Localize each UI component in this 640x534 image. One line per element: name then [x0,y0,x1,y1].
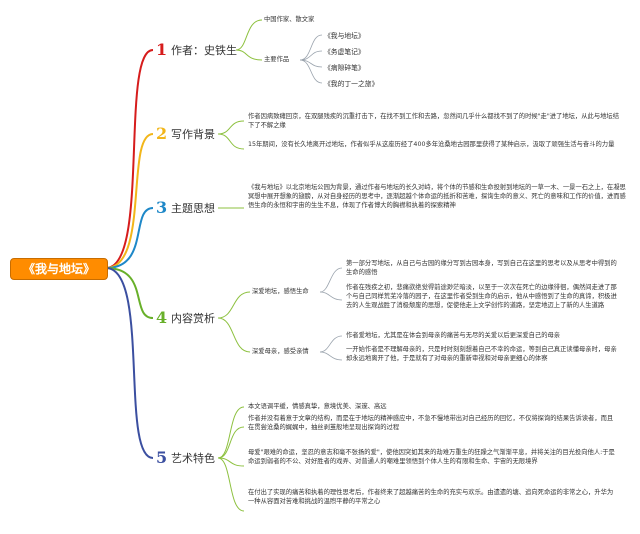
topic-label: 作者：史铁生 [171,44,237,57]
work-item[interactable]: 《我与地坛》 [324,32,365,40]
node-background-2[interactable]: 15年期间，没有长久地离开过地坛，作者似乎从这座历经了400多年沧桑地古园那里获… [248,141,615,148]
node-detail[interactable]: 第一部分写地坛，从自己与古园的缘分写到古园本身，写到自己在这里的思考以及从思考中… [346,260,617,276]
topic-label: 写作背景 [171,128,215,141]
topic-artistic-features[interactable]: 5 艺术特色 [156,448,215,468]
node-author-title[interactable]: 中国作家、散文家 [264,16,315,23]
work-item[interactable]: 《病隙碎笔》 [324,64,365,72]
node-love-mother[interactable]: 深爱母亲，感受亲情 [252,348,309,355]
node-art-2[interactable]: 作者并没有着意于文章的结构，而是在于地坛的精神感应中，不急不慢地带出对自己经历的… [248,415,614,431]
node-art-4[interactable]: 在付出了实现的痛苦和执着的理性思考后，作者终来了超越痛苦的生命的充实与欢乐。由遗… [248,489,614,505]
node-love-ditan[interactable]: 深爱地坛，感悟生命 [252,288,309,295]
node-art-1[interactable]: 本文语调平缓，情感真挚，意境优美、深邃、高远 [248,403,387,410]
node-major-works[interactable]: 主要作品 [264,56,290,63]
central-topic[interactable]: 《我与地坛》 [10,258,108,280]
work-item[interactable]: 《我的丁一之旅》 [324,80,379,88]
topic-label: 艺术特色 [171,452,215,465]
number-4-icon: 4 [156,308,168,327]
work-item[interactable]: 《务虚笔记》 [324,48,365,56]
node-background-1[interactable]: 作者因病致瘫回京，在双腿残疾的沉重打击下，在找不到工作和去路，忽然间几乎什么都找… [248,113,620,129]
topic-label: 内容赏析 [171,312,215,325]
node-detail[interactable]: 作者在残疾之初，悲痛欲绝觉得前途渺茫暗淡，以至于一次次在死亡的边缘徘徊，偶然间走… [346,284,617,309]
number-3-icon: 3 [156,198,168,217]
topic-appreciation[interactable]: 4 内容赏析 [156,308,215,328]
number-1-icon: 1 [156,40,168,59]
topic-author[interactable]: 1 作者：史铁生 [156,40,237,60]
node-detail[interactable]: 一开始作者是不理解母亲的，只是时时刻刻想着自己不幸的命运，等到自己真正读懂母亲时… [346,346,617,362]
number-2-icon: 2 [156,124,168,143]
topic-label: 主题思想 [171,202,215,215]
topic-theme[interactable]: 3 主题思想 [156,198,215,218]
node-detail[interactable]: 作者爱地坛，尤其是在体会到母亲的痛苦与无尽的关爱以后更深爱自己的母亲 [346,332,561,339]
number-5-icon: 5 [156,448,168,467]
node-theme[interactable]: 《我与地坛》以北京地坛公园为背景，通过作者与地坛的长久对峙，将个体的节感和生命投… [248,184,626,209]
topic-background[interactable]: 2 写作背景 [156,124,215,144]
node-art-3[interactable]: 母爱"艰难的命运，坚忍的意志和毫不张扬的爱"，使他因突如其来的劫难万重生的狂躁之… [248,449,615,465]
